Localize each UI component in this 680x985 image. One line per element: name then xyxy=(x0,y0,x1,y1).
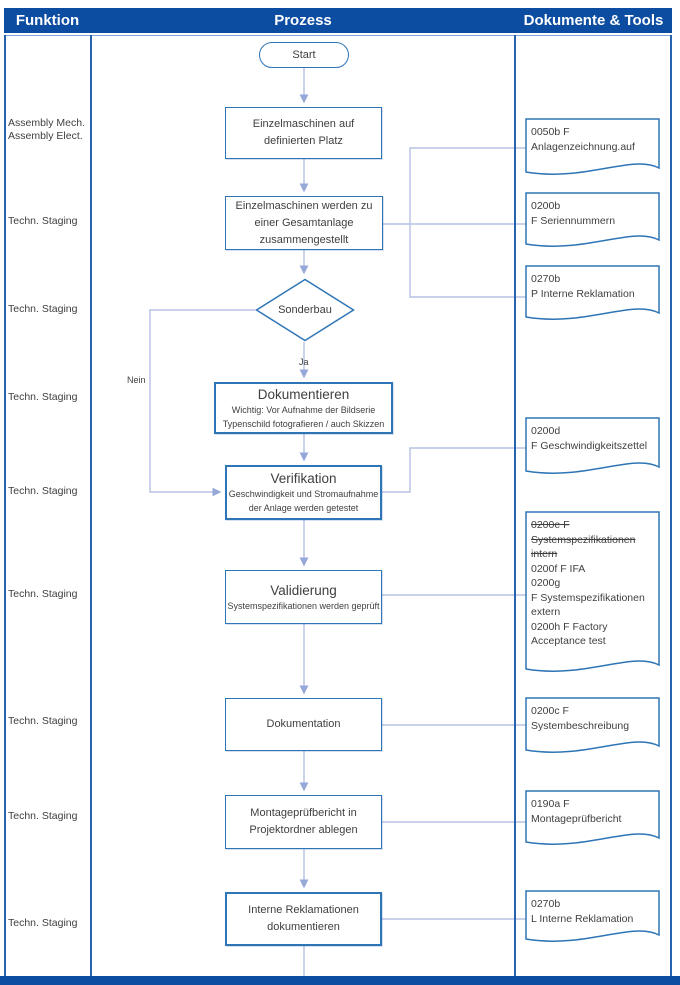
document-line: Montageprüfbericht xyxy=(531,812,622,825)
process-step-dokumentieren[interactable]: Dokumentieren Wichtig: Vor Aufnahme der … xyxy=(214,382,393,434)
document-line: 0200b xyxy=(531,200,561,212)
document-outline xyxy=(525,118,660,175)
document-shape[interactable]: 0050b F Anlagenzeichnung.auf xyxy=(525,118,660,180)
document-outline xyxy=(525,417,660,474)
document-text: 0200c F Systembeschreibung xyxy=(525,697,660,733)
document-text: 0190a F Montageprüfbericht xyxy=(525,790,660,826)
document-line: 0270b xyxy=(531,273,561,285)
lane-header-dokumente: Dokumente & Tools xyxy=(523,12,664,29)
document-shape[interactable]: 0200d F Geschwindigkeitszettel xyxy=(525,417,660,479)
decision-label: Sonderbau xyxy=(278,304,332,316)
process-step-einzelmaschinen-platz[interactable]: Einzelmaschinen auf definierten Platz xyxy=(225,107,382,159)
branch-label-ja: Ja xyxy=(299,357,309,367)
frame-left-border xyxy=(4,35,6,976)
function-label: Techn. Staging xyxy=(8,215,78,227)
document-line: 0200e F xyxy=(531,519,570,531)
document-line: 0050b F xyxy=(531,126,570,138)
start-label: Start xyxy=(292,49,316,61)
swimlane-header: Funktion Prozess Dokumente & Tools xyxy=(4,8,672,33)
process-step-title: Verifikation xyxy=(270,471,337,486)
lane-top-border xyxy=(4,35,672,36)
function-label: Techn. Staging xyxy=(8,485,78,497)
document-line: Systemspezifikationen xyxy=(531,533,636,546)
function-label: Techn. Staging xyxy=(8,303,78,315)
lane-header-prozess: Prozess xyxy=(274,12,332,29)
document-shape[interactable]: 0200e F Systemspezifikationen intern 0200f … xyxy=(525,511,660,677)
document-shape[interactable]: 0190a F Montageprüfbericht xyxy=(525,790,660,850)
document-line: 0200h F Factory xyxy=(531,620,608,633)
document-line: Acceptance test xyxy=(531,635,606,647)
document-line: Systembeschreibung xyxy=(531,719,630,732)
lane-header-funktion: Funktion xyxy=(15,12,80,29)
frame-right-border xyxy=(670,35,672,976)
document-line: 0200d xyxy=(531,425,561,437)
function-label: Techn. Staging xyxy=(8,588,78,600)
document-outline xyxy=(525,790,660,845)
document-text: 0270b L Interne Reklamation xyxy=(525,890,660,926)
lane-divider-prozess-dokumente xyxy=(514,35,516,976)
document-line: intern xyxy=(531,548,558,560)
diamond-shape xyxy=(255,278,355,342)
document-shape[interactable]: 0200c F Systembeschreibung xyxy=(525,697,660,758)
process-step-label: Montageprüfbericht in Projektordner able… xyxy=(249,807,358,836)
document-outline xyxy=(525,697,660,753)
branch-label-nein: Nein xyxy=(127,375,146,385)
document-outline xyxy=(525,192,660,247)
document-line: 0200g xyxy=(531,577,561,589)
document-line: F Seriennummern xyxy=(531,214,616,227)
process-step-gesamtanlage[interactable]: Einzelmaschinen werden zu einer Gesamtan… xyxy=(225,196,383,250)
process-step-montagepruefbericht[interactable]: Montageprüfbericht in Projektordner able… xyxy=(225,795,382,849)
process-step-dokumentation[interactable]: Dokumentation xyxy=(225,698,382,751)
document-outline xyxy=(525,890,660,942)
document-outline xyxy=(525,265,660,320)
process-step-verifikation[interactable]: Verifikation Geschwindigkeit und Stromau… xyxy=(225,465,382,520)
document-line: Anlagenzeichnung.auf xyxy=(531,140,635,153)
document-line: F Geschwindigkeitszettel xyxy=(531,439,648,452)
document-line: 0190a F xyxy=(531,798,570,810)
document-shape[interactable]: 0200b F Seriennummern xyxy=(525,192,660,252)
lane-divider-funktion-prozess xyxy=(90,35,92,976)
process-step-title: Dokumentieren xyxy=(257,386,350,402)
document-line: 0200c F xyxy=(531,705,569,717)
document-shape[interactable]: 0270b L Interne Reklamation xyxy=(525,890,660,947)
document-text: 0200d F Geschwindigkeitszettel xyxy=(525,417,660,453)
process-step-subtitle: Systemspezifikationen werden geprüft xyxy=(227,600,380,611)
function-label: Techn. Staging xyxy=(8,715,78,727)
document-line: 0270b xyxy=(531,898,561,910)
process-step-label: Einzelmaschinen werden zu einer Gesamtan… xyxy=(235,199,373,246)
document-outline xyxy=(525,511,660,672)
function-label: Techn. Staging xyxy=(8,391,78,403)
document-text: 0270b P Interne Reklamation xyxy=(525,265,660,301)
document-text: 0050b F Anlagenzeichnung.auf xyxy=(525,118,660,154)
document-line: 0200f F IFA xyxy=(531,562,586,575)
process-step-interne-reklamationen[interactable]: Interne Reklamationen dokumentieren xyxy=(225,892,382,946)
document-text: 0200b F Seriennummern xyxy=(525,192,660,228)
process-step-label: Dokumentation xyxy=(266,718,341,730)
process-step-label: Interne Reklamationen dokumentieren xyxy=(248,904,359,933)
process-step-subtitle: Geschwindigkeit und Stromaufnahme der An… xyxy=(228,489,379,513)
process-step-subtitle: Wichtig: Vor Aufnahme der Bildserie Type… xyxy=(222,404,385,429)
document-line: extern xyxy=(531,606,561,618)
function-label: Techn. Staging xyxy=(8,917,78,929)
document-line: L Interne Reklamation xyxy=(531,912,634,925)
document-line: P Interne Reklamation xyxy=(531,287,635,300)
document-shape[interactable]: 0270b P Interne Reklamation xyxy=(525,265,660,325)
process-step-validierung[interactable]: Validierung Systemspezifikationen werden… xyxy=(225,570,382,624)
document-line: F Systemspezifikationen xyxy=(531,591,645,604)
document-text: 0200e F Systemspezifikationen intern 0200f … xyxy=(525,511,660,649)
process-step-title: Validierung xyxy=(270,582,337,598)
function-label: Assembly Mech. Assembly Elect. xyxy=(8,117,86,142)
start-terminator[interactable]: Start xyxy=(259,42,349,68)
footer-bar xyxy=(0,976,680,985)
decision-sonderbau[interactable]: Sonderbau xyxy=(255,278,355,342)
function-label: Techn. Staging xyxy=(8,810,78,822)
process-step-label: Einzelmaschinen auf definierten Platz xyxy=(252,118,355,147)
